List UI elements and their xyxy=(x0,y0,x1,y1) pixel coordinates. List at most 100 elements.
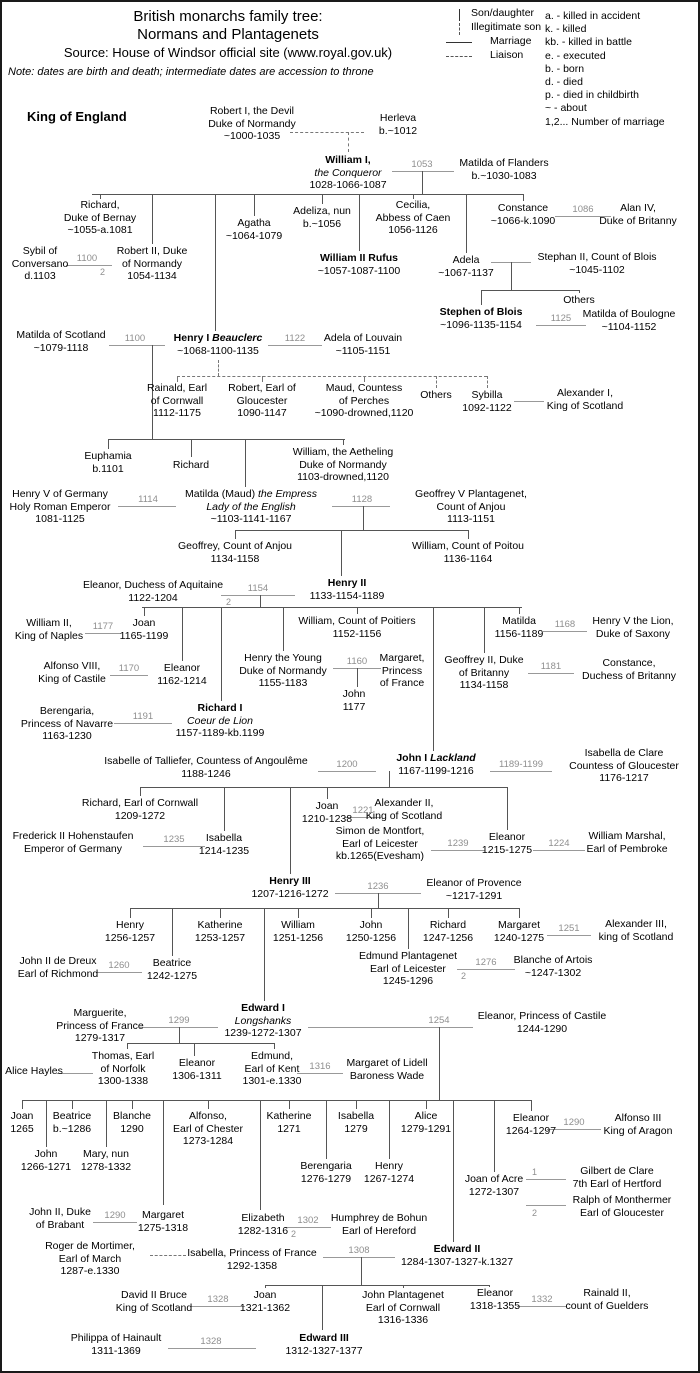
legend-abbrev-item: e. - executed xyxy=(545,49,606,62)
descent-line xyxy=(127,1043,128,1049)
descent-line xyxy=(208,1100,209,1109)
descent-line xyxy=(130,908,131,918)
person-henry-v-the-lion: Henry V the Lion,Duke of Saxony xyxy=(592,615,674,640)
marriage-line xyxy=(547,1129,601,1130)
descent-line xyxy=(290,787,291,874)
marriage-number-label: 1 xyxy=(532,1167,538,1177)
descent-line xyxy=(389,771,390,787)
descent-line xyxy=(511,262,512,290)
person-rainald-ii-guelders: Rainald II,count of Guelders xyxy=(565,1287,649,1312)
liaison-line xyxy=(177,376,487,377)
descent-line xyxy=(494,1100,495,1172)
person-others-henry-i: Others xyxy=(420,389,452,401)
page-title-line1: British monarchs family tree: xyxy=(133,8,323,25)
descent-line xyxy=(132,1100,133,1109)
legend-abbrev-item: p. - died in childbirth xyxy=(545,89,639,102)
descent-line xyxy=(322,1285,323,1330)
marriage-year-label: 1332 xyxy=(531,1294,553,1305)
descent-line xyxy=(531,1100,532,1111)
marriage-line xyxy=(323,1257,395,1258)
marriage-year-label: 1299 xyxy=(168,1015,190,1026)
liaison-line xyxy=(487,376,488,388)
person-constance-duchess-of-britanny: Constance,Duchess of Britanny xyxy=(582,657,676,682)
descent-line xyxy=(433,607,434,751)
king-of-england-label: King of England xyxy=(27,109,127,124)
source-line: Source: House of Windsor official site (… xyxy=(63,45,393,60)
person-adela-of-louvain: Adela of Louvain~1105-1151 xyxy=(323,332,403,357)
marriage-year-label: 1276 xyxy=(475,957,497,968)
marriage-line xyxy=(533,850,585,851)
descent-line xyxy=(326,1100,327,1159)
marriage-line xyxy=(118,506,176,507)
descent-line xyxy=(265,1285,266,1288)
legend-abbrev-item: k. - killed xyxy=(545,23,587,36)
descent-line xyxy=(235,530,236,539)
descent-line xyxy=(403,1285,404,1288)
descent-line xyxy=(221,607,222,701)
legend-abbrev-item: b. - born xyxy=(545,62,585,75)
marriage-line xyxy=(109,345,165,346)
descent-line xyxy=(357,668,358,687)
marriage-year-label: 1302 xyxy=(297,1215,319,1226)
marriage-line xyxy=(517,1306,567,1307)
liaison-line xyxy=(290,132,364,133)
legend-illegitimate-label: Illegitimate son xyxy=(471,21,542,33)
marriage-number-label: 2 xyxy=(532,1208,538,1218)
descent-line xyxy=(468,530,469,539)
liaison-line xyxy=(177,376,178,382)
note-line: Note: dates are birth and death; interme… xyxy=(8,66,374,78)
descent-line xyxy=(453,1100,454,1242)
legend-marriage-line-icon xyxy=(446,42,472,43)
marriage-year-label: 1168 xyxy=(554,619,576,630)
legend-abbrev-item: ~ - about xyxy=(545,102,587,115)
descent-line xyxy=(46,1100,47,1147)
marriage-year-label: 1177 xyxy=(92,621,114,632)
marriage-year-label: 1189-1199 xyxy=(498,759,544,770)
person-matilda-of-boulogne: Matilda of Boulogne~1104-1152 xyxy=(582,308,676,333)
descent-line xyxy=(341,530,342,576)
marriage-year-label: 1236 xyxy=(367,881,389,892)
legend-liaison-line-icon xyxy=(446,56,472,57)
marriage-year-label: 1328 xyxy=(207,1294,229,1305)
marriage-year-label: 1100 xyxy=(124,333,146,344)
descent-line xyxy=(426,1100,427,1109)
legend-marriage-label: Marriage xyxy=(490,35,532,47)
descent-line xyxy=(481,290,579,291)
descent-line xyxy=(106,1100,107,1147)
marriage-line xyxy=(285,1227,331,1228)
marriage-line xyxy=(547,935,591,936)
